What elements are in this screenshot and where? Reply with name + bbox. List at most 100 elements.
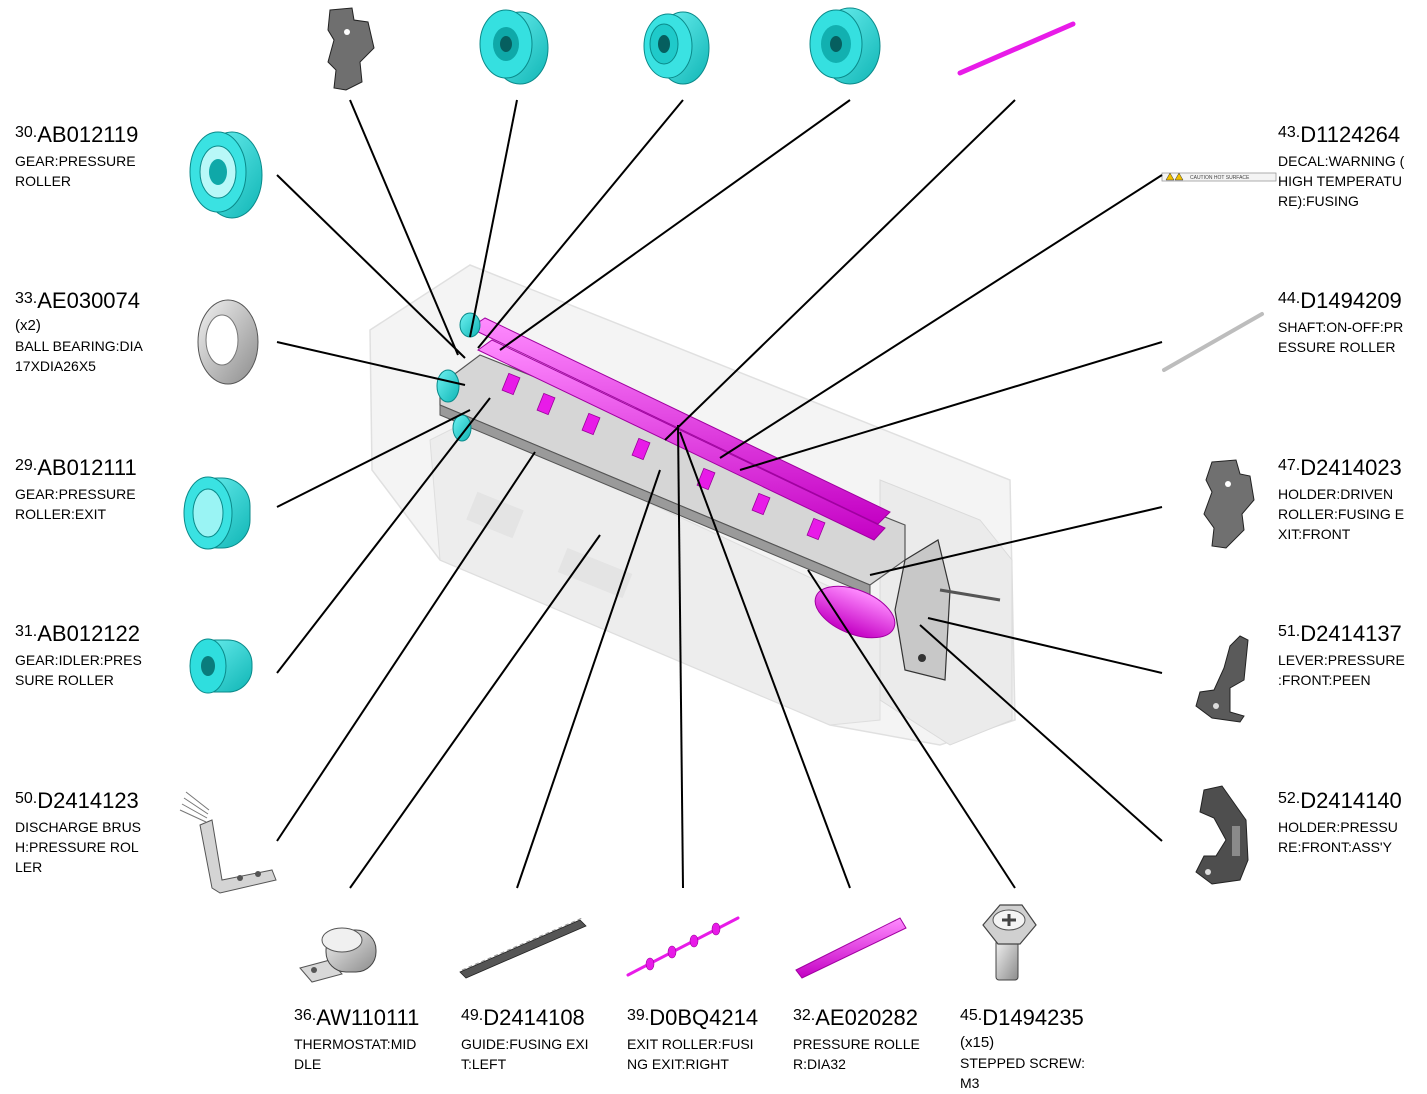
callout-number: 51. [1278,623,1301,640]
callout-43: 43.D1124264 DECAL:WARNING ( HIGH TEMPERAT… [1278,122,1404,211]
description-line: EXIT ROLLER:FUSI [627,1036,754,1052]
description-line: 17XDIA26X5 [15,358,96,374]
gear-pressure-roller-thumbnail [189,131,263,219]
part-number: AB012119 [37,122,139,147]
holder-driven-roller-thumbnail-top [327,7,375,91]
part-number: AB012111 [37,455,137,480]
holder-driven-roller-thumbnail [1203,459,1255,549]
gear-pressure-roller-exit-thumbnail [183,476,251,550]
callout-33: 33.AE030074 (x2) BALL BEARING:DIA 17XDIA2… [15,288,143,376]
callout-31: 31.AB012122 GEAR:IDLER:PRES SURE ROLLER [15,621,142,690]
description-line: ROLLER:FUSING E [1278,506,1405,522]
callout-number: 33. [15,290,38,307]
part-number: D2414140 [1300,788,1402,813]
part-number: D2414108 [483,1005,585,1030]
description-line: NG EXIT:RIGHT [627,1056,729,1072]
description-line: RE:FRONT:ASS'Y [1278,839,1392,855]
callout-number: 52. [1278,790,1301,807]
description-line: LEVER:PRESSURE [1278,652,1405,668]
callout-36: 36.AW110111 THERMOSTAT:MID DLE [294,1005,419,1074]
callout-number: 47. [1278,457,1301,474]
callout-45: 45.D1494235 (x15) STEPPED SCREW:M3 [960,1005,1085,1093]
leader-lines [276,99,1163,889]
guide-fusing-exit-left-thumbnail [459,917,587,979]
part-number: D2414137 [1300,621,1402,646]
description-line: T:LEFT [461,1056,507,1072]
stepped-screw-thumbnail [982,904,1037,981]
quantity: (x2) [15,317,41,334]
description-line: GEAR:PRESSURE [15,153,136,169]
description-line: THERMOSTAT:MID [294,1036,417,1052]
assembly-end-gears [436,312,481,442]
callout-52: 52.D2414140 HOLDER:PRESSU RE:FRONT:ASS'Y [1278,788,1402,857]
part-number: D2414023 [1300,455,1402,480]
callout-number: 36. [294,1007,317,1024]
callout-number: 49. [461,1007,484,1024]
gear-thumbnail-top-2 [643,11,710,85]
pressure-roller-thumbnail [795,917,907,979]
part-number: D1124264 [1300,122,1401,147]
description-line: GUIDE:FUSING EXI [461,1036,589,1052]
part-number: D1494209 [1300,288,1402,313]
callout-50: 50.D2414123 DISCHARGE BRUS H:PRESSURE ROL… [15,788,141,877]
callout-number: 44. [1278,290,1301,307]
description-line: XIT:FRONT [1278,526,1351,542]
description-line: ROLLER [15,173,72,189]
callout-49: 49.D2414108 GUIDE:FUSING EXI T:LEFT [461,1005,589,1074]
shaft-thumbnail-top [957,21,1076,76]
description-line: SHAFT:ON-OFF:PR [1278,319,1404,335]
part-number: D1494235 [982,1005,1084,1030]
lever-pressure-thumbnail [1195,635,1249,723]
callout-51: 51.D2414137 LEVER:PRESSURE :FRONT:PEEN [1278,621,1405,690]
description-line: H:PRESSURE ROL [15,839,139,855]
part-number: AW110111 [316,1005,420,1030]
description-line: HOLDER:PRESSU [1278,819,1398,835]
description-line: R:DIA32 [793,1056,846,1072]
exit-roller-thumbnail [626,916,740,977]
callout-47: 47.D2414023 HOLDER:DRIVEN ROLLER:FUSING E… [1278,455,1404,544]
callout-30: 30.AB012119 GEAR:PRESSURE ROLLER [15,122,138,191]
part-number: D2414123 [37,788,139,813]
description-line: DECAL:WARNING ( [1278,153,1405,169]
warning-decal-thumbnail: CAUTION HOT SURFACE [1161,172,1277,182]
description-line: RE):FUSING [1278,193,1359,209]
description-line: DLE [294,1056,322,1072]
callout-29: 29.AB012111 GEAR:PRESSURE ROLLER:EXIT [15,455,137,524]
description-line: SURE ROLLER [15,672,114,688]
callout-number: 31. [15,623,38,640]
description-line: :FRONT:PEEN [1278,672,1371,688]
description-line: BALL BEARING:DIA [15,338,143,354]
gear-idler-thumbnail [189,638,253,694]
shaft-on-off-thumbnail [1162,312,1264,372]
part-number: AB012122 [37,621,141,646]
part-number: AE030074 [37,288,141,313]
description-line: GEAR:PRESSURE [15,486,136,502]
part-number: D0BQ4214 [649,1005,759,1030]
callout-44: 44.D1494209 SHAFT:ON-OFF:PR ESSURE ROLLER [1278,288,1403,357]
description-line: GEAR:IDLER:PRES [15,652,142,668]
description-line: HIGH TEMPERATU [1278,173,1402,189]
callout-number: 45. [960,1007,983,1024]
description-line: ROLLER:EXIT [15,506,107,522]
thermostat-thumbnail [299,927,377,983]
callout-number: 39. [627,1007,650,1024]
description-line: HOLDER:DRIVEN [1278,486,1394,502]
quantity: (x15) [960,1034,995,1051]
callout-number: 43. [1278,124,1301,141]
callout-number: 32. [793,1007,816,1024]
ball-bearing-thumbnail [197,299,259,385]
front-holder-assembly [894,539,1001,681]
decal-text: CAUTION HOT SURFACE [1190,175,1250,181]
callout-number: 50. [15,790,38,807]
callout-number: 30. [15,124,38,141]
description-line: STEPPED SCREW: [960,1055,1085,1071]
description-line: ESSURE ROLLER [1278,339,1396,355]
discharge-brush-thumbnail [179,791,277,894]
callout-number: 29. [15,457,38,474]
gear-thumbnail-top-3 [809,7,881,85]
callout-39: 39.D0BQ4214 EXIT ROLLER:FUSI NG EXIT:RIGH… [627,1005,758,1074]
description-line: DISCHARGE BRUS [15,819,142,835]
description-line: PRESSURE ROLLE [793,1036,920,1052]
